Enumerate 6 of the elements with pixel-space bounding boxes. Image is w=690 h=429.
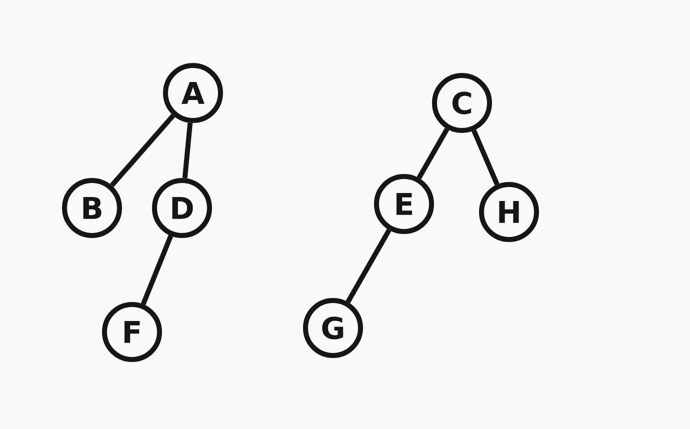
tree-edge: [110, 114, 176, 188]
tree-edge: [416, 128, 450, 180]
tree-edge: [140, 234, 174, 306]
tree-edge: [472, 130, 500, 186]
tree-edge: [346, 228, 392, 304]
tree-edge: [182, 122, 193, 178]
